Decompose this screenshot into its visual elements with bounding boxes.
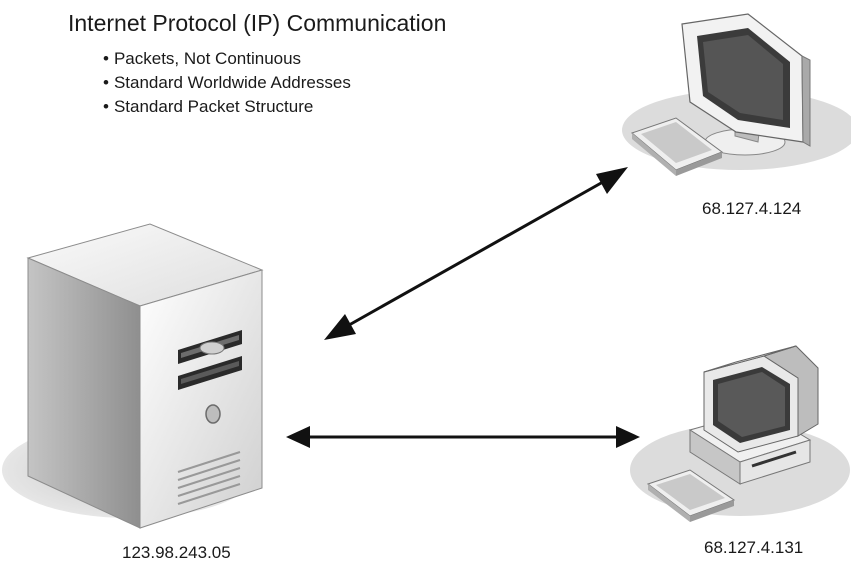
bullet-item: Standard Packet Structure	[103, 95, 351, 119]
arrow-server-to-top-pc	[324, 167, 628, 340]
arrowhead-left-icon	[286, 426, 310, 448]
flat-panel-computer-icon	[622, 13, 851, 176]
bullet-item: Packets, Not Continuous	[103, 47, 351, 71]
arrowhead-left-icon	[324, 314, 356, 340]
server-tower-icon	[2, 223, 264, 529]
top-computer-ip-label: 68.127.4.124	[702, 199, 802, 218]
arrowhead-right-icon	[616, 426, 640, 448]
server-ip-label: 123.98.243.05	[122, 543, 231, 562]
desktop-computer-icon	[630, 345, 850, 522]
diagram-title: Internet Protocol (IP) Communication	[68, 10, 447, 36]
bottom-computer-ip-label: 68.127.4.131	[704, 538, 804, 557]
bullet-item: Standard Worldwide Addresses	[103, 71, 351, 95]
bullet-list: Packets, Not Continuous Standard Worldwi…	[103, 47, 351, 119]
arrowhead-right-icon	[596, 167, 628, 194]
arrow-server-to-bottom-pc	[286, 426, 640, 448]
